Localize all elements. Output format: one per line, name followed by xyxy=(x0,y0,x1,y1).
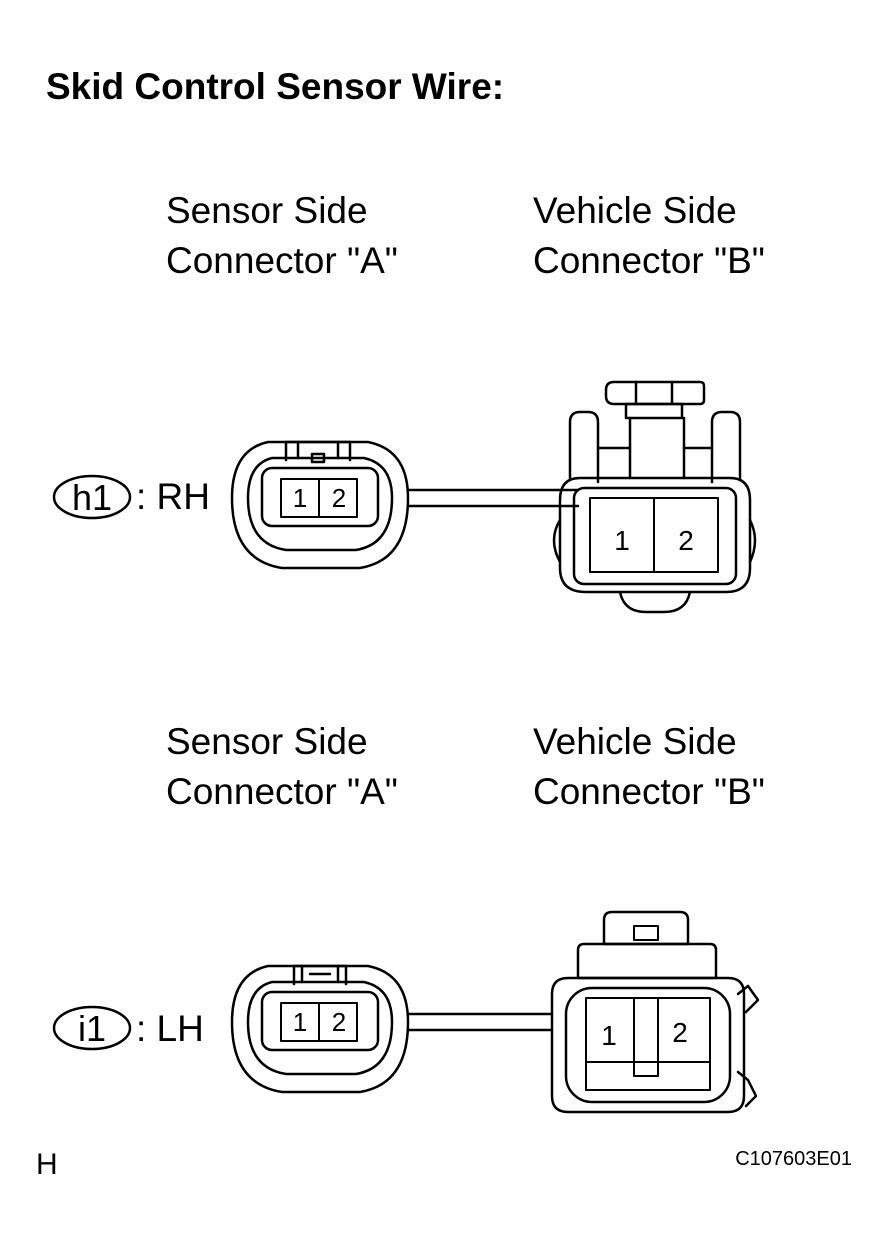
sensor-pin-2: 2 xyxy=(332,483,346,513)
code-ellipse-i1 xyxy=(52,1005,132,1051)
vehicle-side-label-1: Vehicle Side Connector "B" xyxy=(533,186,765,286)
vehicle-side-label-line2: Connector "B" xyxy=(533,771,765,812)
code-h1: h1 xyxy=(72,477,112,518)
vehicle-side-label-line2: Connector "B" xyxy=(533,240,765,281)
side-label-rh: : RH xyxy=(136,476,210,517)
sensor-side-label-1: Sensor Side Connector "A" xyxy=(166,186,398,286)
footer-section-letter: H xyxy=(36,1148,58,1181)
vehicle-pin-1: 1 xyxy=(601,1020,617,1051)
vehicle-pin-2: 2 xyxy=(678,525,694,556)
sensor-side-label-line1: Sensor Side xyxy=(166,721,368,762)
sensor-connector-a-lh: 1 2 xyxy=(230,964,410,1094)
sensor-side-label-line1: Sensor Side xyxy=(166,190,368,231)
code-ellipse-h1 xyxy=(52,474,132,520)
vehicle-side-label-line1: Vehicle Side xyxy=(533,190,737,231)
vehicle-connector-b-lh: 1 2 xyxy=(550,910,760,1114)
diagram-title: Skid Control Sensor Wire: xyxy=(46,66,505,107)
wire-rh xyxy=(406,488,580,508)
vehicle-side-label-2: Vehicle Side Connector "B" xyxy=(533,717,765,817)
vehicle-pin-1: 1 xyxy=(614,525,630,556)
vehicle-pin-2: 2 xyxy=(672,1017,688,1048)
footer-figure-code: C107603E01 xyxy=(735,1148,852,1170)
sensor-pin-2: 2 xyxy=(332,1007,346,1037)
sensor-side-label-2: Sensor Side Connector "A" xyxy=(166,717,398,817)
sensor-pin-1: 1 xyxy=(293,1007,307,1037)
wire-lh xyxy=(406,1012,554,1032)
sensor-side-label-line2: Connector "A" xyxy=(166,240,398,281)
side-label-lh: : LH xyxy=(136,1008,204,1049)
code-i1: i1 xyxy=(78,1008,106,1049)
vehicle-connector-b-rh: 1 2 xyxy=(552,380,757,614)
vehicle-side-label-line1: Vehicle Side xyxy=(533,721,737,762)
sensor-side-label-line2: Connector "A" xyxy=(166,771,398,812)
sensor-connector-a-rh: 1 2 xyxy=(230,440,410,570)
sensor-pin-1: 1 xyxy=(293,483,307,513)
